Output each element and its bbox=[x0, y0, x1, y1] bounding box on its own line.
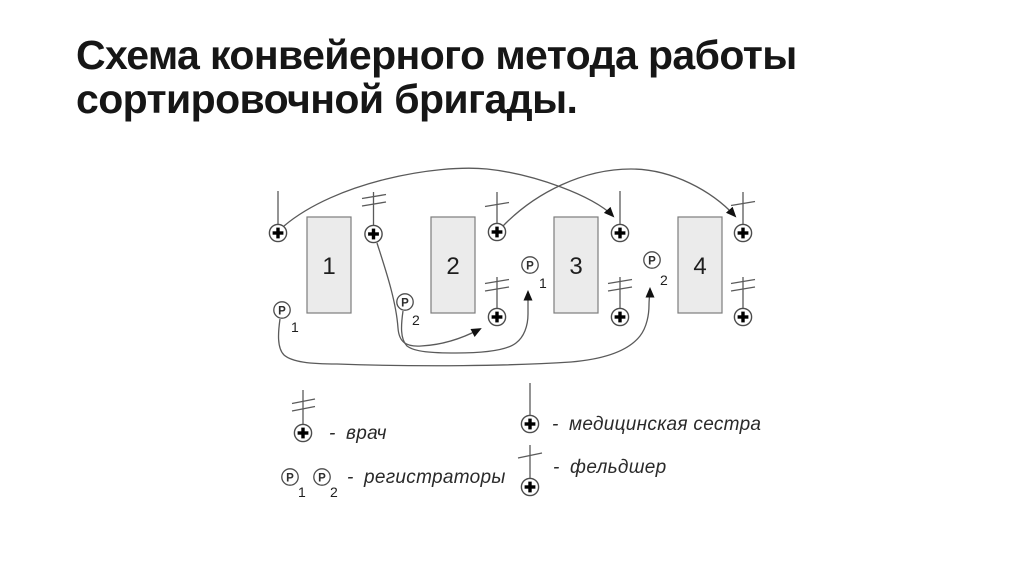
doctor-icon bbox=[291, 390, 316, 443]
doctor-icon bbox=[607, 277, 633, 327]
registrar-icon: Р 2 bbox=[313, 468, 338, 500]
registrar-index: 1 bbox=[291, 319, 299, 335]
doctor-icon bbox=[730, 277, 756, 327]
registrar-index: 1 bbox=[539, 275, 547, 291]
feldsher-icon bbox=[484, 192, 510, 242]
registrar-letter: Р bbox=[401, 298, 409, 310]
nurse-icon bbox=[268, 191, 288, 243]
arrow-feldsher-2-to-4 bbox=[502, 168, 737, 227]
movement-arrows bbox=[277, 167, 737, 367]
registrar-icon: Р 1 bbox=[521, 256, 547, 291]
legend-dash: - bbox=[347, 467, 354, 488]
title-line-2: сортировочной бригады. bbox=[76, 76, 578, 122]
registrar-icon: Р 1 bbox=[281, 468, 306, 500]
station-3: 3 bbox=[553, 216, 599, 314]
doctor-icon bbox=[484, 277, 510, 327]
registrar-icon: Р 2 bbox=[396, 293, 420, 328]
registrar-index: 2 bbox=[412, 312, 420, 328]
arrow-nurse-1-to-3 bbox=[283, 167, 615, 227]
legend-dash: - bbox=[329, 423, 336, 444]
arrow-registrar-2 bbox=[400, 290, 533, 354]
station-3-table bbox=[553, 216, 599, 314]
legend-dash: - bbox=[553, 457, 560, 478]
registrar-icon: Р 1 bbox=[273, 301, 299, 335]
page-title: Схема конвейерного метода работы сортиро… bbox=[76, 33, 797, 121]
registrar-icon: Р 2 bbox=[643, 251, 668, 288]
registrar-letter: Р bbox=[648, 256, 656, 268]
station-1-table bbox=[306, 216, 352, 314]
title-line-1: Схема конвейерного метода работы bbox=[76, 32, 797, 78]
legend-item-doctor: - врач bbox=[291, 390, 387, 444]
arrow-registrar-1 bbox=[277, 287, 655, 367]
station-number: 2 bbox=[446, 253, 459, 280]
station-4-table bbox=[677, 216, 723, 314]
legend-label: медицинская сестра bbox=[569, 414, 761, 435]
arrow-doctor-1-to-2 bbox=[376, 242, 482, 347]
station-1: 1 bbox=[306, 216, 352, 314]
legend: - врач Р 1 Р 2 - регистраторы bbox=[281, 383, 761, 500]
feldsher-icon bbox=[730, 192, 756, 243]
station-number: 3 bbox=[569, 253, 582, 280]
registrar-index: 2 bbox=[330, 484, 338, 500]
nurse-icon bbox=[610, 191, 630, 243]
registrar-index: 2 bbox=[660, 272, 668, 288]
station-number: 4 bbox=[693, 253, 706, 280]
legend-item-registrars: Р 1 Р 2 - регистраторы bbox=[281, 467, 506, 500]
legend-item-feldsher: - фельдшер bbox=[517, 445, 667, 497]
station-2-table bbox=[430, 216, 476, 314]
legend-dash: - bbox=[552, 414, 559, 435]
station-2: 2 bbox=[430, 216, 476, 314]
feldsher-icon bbox=[517, 445, 543, 497]
legend-label: врач bbox=[346, 423, 387, 444]
registrar-letter: Р bbox=[278, 306, 286, 318]
registrar-letter: Р bbox=[526, 261, 534, 273]
legend-label: регистраторы bbox=[363, 467, 506, 488]
registrar-index: 1 bbox=[298, 484, 306, 500]
station-4: 4 bbox=[677, 216, 723, 314]
registrar-letter: Р bbox=[318, 473, 326, 485]
legend-label: фельдшер bbox=[570, 457, 667, 478]
registrar-letter: Р bbox=[286, 473, 294, 485]
legend-item-nurse: - медицинская сестра bbox=[520, 383, 761, 435]
station-number: 1 bbox=[322, 253, 335, 280]
doctor-icon bbox=[361, 192, 387, 244]
nurse-icon bbox=[520, 383, 540, 434]
